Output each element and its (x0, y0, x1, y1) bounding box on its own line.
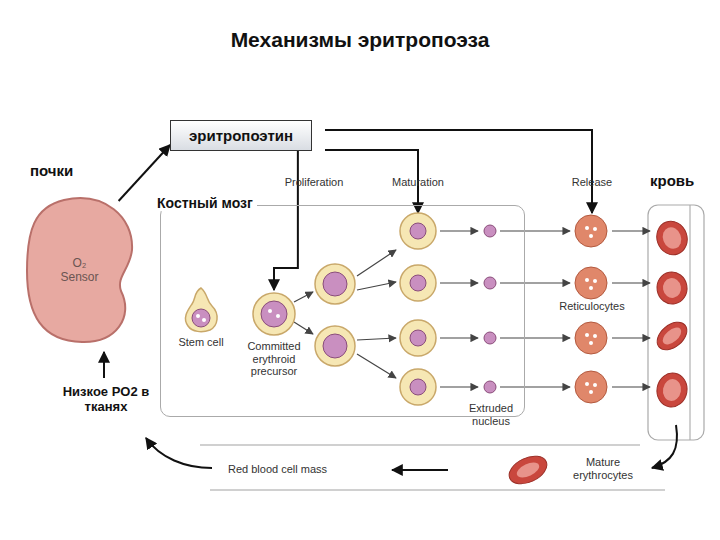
cell-icon (176, 286, 226, 334)
node-label: Committed erythroid precursor (228, 340, 320, 378)
kidney-outline (27, 198, 132, 342)
process-label: Maturation (378, 176, 458, 189)
condition-label: Низкое PO2 в тканях (52, 385, 160, 415)
organ-label: почки (30, 162, 100, 179)
erythrocytes (505, 217, 692, 489)
hormone-box: эритропоэтин (170, 120, 312, 151)
process-label: Release (562, 176, 622, 189)
connector-arrow (274, 151, 298, 290)
kidney-organ: O₂ Sensor (22, 195, 137, 345)
progenitor-cells (315, 264, 355, 366)
title: Механизмы эритропоэза (0, 28, 720, 52)
bone-marrow-region: Костный мозгStem cellCommitted erythroid… (160, 205, 525, 417)
feedback-arrows (104, 352, 677, 470)
blood-column (648, 205, 704, 440)
cell-label: Reticulocytes (550, 300, 634, 313)
node-label: Stem cell (166, 336, 236, 349)
cell-label: Extruded nucleus (460, 402, 522, 427)
cell-icon (249, 290, 299, 338)
connector-arrow (119, 145, 170, 201)
cell-label: Mature erythrocytes (562, 456, 644, 481)
precursor-cell: Committed erythroid precursor (228, 290, 320, 378)
stem-cell: Stem cell (166, 286, 236, 349)
region-heading: Костный мозг (153, 195, 257, 211)
process-label: Proliferation (272, 176, 356, 189)
node-label: O₂ Sensor (54, 256, 106, 284)
extruded-nuclei (484, 225, 496, 393)
node-label: эритропоэтин (189, 127, 293, 144)
frame-lines (200, 205, 690, 490)
region-heading: кровь (650, 172, 694, 189)
blood-region: кровь (648, 205, 704, 440)
loop-label: Red blood cell mass (228, 463, 378, 476)
cell-arrows (294, 231, 650, 387)
maturing-cells (400, 213, 436, 405)
epo-lines (325, 130, 592, 213)
